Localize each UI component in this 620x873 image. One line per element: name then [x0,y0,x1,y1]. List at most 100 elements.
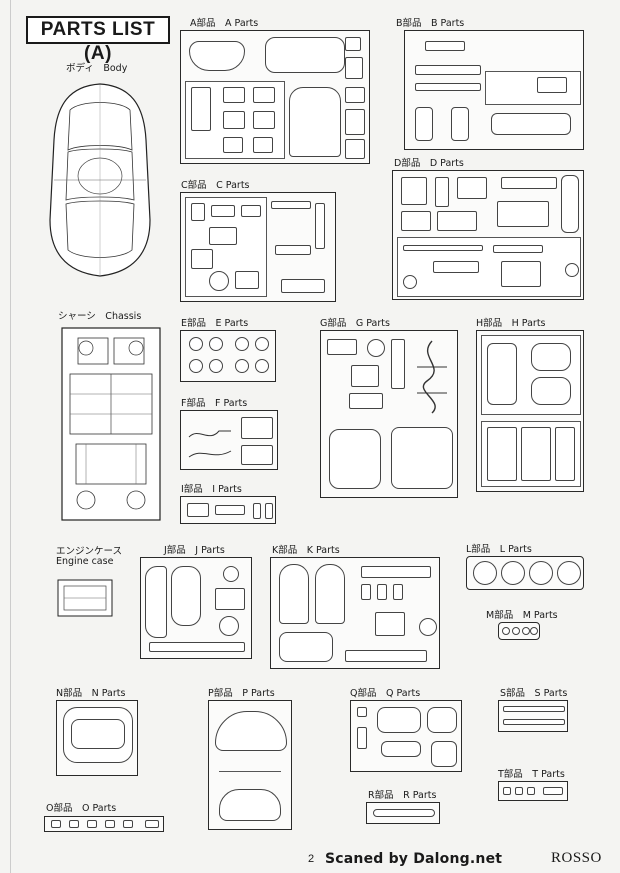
part-b5 [491,113,571,135]
sprue-l [466,556,584,590]
part-a4 [345,57,363,79]
part-p2 [219,789,281,821]
section-label-c: C部品 C Parts [181,180,250,191]
sprue-a [180,30,370,164]
part-k2 [315,564,345,624]
part-k3 [361,566,431,578]
page-number: 2 [308,853,315,865]
part-g18 [391,427,453,489]
part-b2 [415,65,481,75]
part-b4 [537,77,567,93]
part-a13 [345,87,365,103]
part-g5 [391,339,405,389]
part-a6 [223,87,245,103]
part-d13 [501,261,541,287]
part-r1 [373,809,435,817]
part-t4 [543,787,563,795]
part-d12 [493,245,543,253]
part-b7 [451,107,469,141]
section-label-f: F部品 F Parts [181,398,248,409]
section-label-h: H部品 H Parts [476,318,546,329]
body-shell-drawing [49,83,151,277]
section-label-engine-case-en: Engine case [56,556,114,567]
part-c6 [209,271,229,291]
section-label-l: L部品 L Parts [466,544,532,555]
sprue-c [180,192,336,302]
part-t3 [527,787,535,795]
part-g3 [351,365,379,387]
part-d11 [433,261,479,273]
part-i4 [265,503,273,519]
part-o1 [51,820,61,828]
part-f3 [241,445,273,465]
part-d7 [437,211,477,231]
part-m1 [502,627,510,635]
runner-p [219,771,281,772]
part-k10 [345,650,427,662]
part-d5 [561,175,579,233]
part-g17 [329,429,381,489]
part-o5 [123,820,133,828]
sprue-h [476,330,584,492]
part-a7 [253,87,275,103]
part-q6 [431,741,457,767]
sprue-f [180,410,278,470]
part-k4 [361,584,371,600]
part-q3 [427,707,457,733]
part-o6 [145,820,159,828]
sprue-i [180,496,276,524]
part-c9 [315,203,325,249]
part-e6 [209,359,223,373]
part-j2 [171,566,201,626]
part-q4 [357,727,367,749]
part-j5 [219,616,239,636]
page-edge [10,0,11,873]
part-l-wheel-1 [473,561,497,585]
part-e1 [189,337,203,351]
part-a9 [253,111,275,129]
part-t2 [515,787,523,795]
part-g1 [327,339,357,355]
part-a10 [223,137,243,153]
part-b6 [415,107,433,141]
part-h5 [521,427,551,481]
page-title: PARTS LIST (A) [26,16,170,64]
section-label-body: ボディ Body [66,63,128,74]
part-d3 [457,177,487,199]
part-f-pipes [188,430,232,458]
part-a12 [289,87,341,157]
part-j1 [145,566,167,638]
section-label-k: K部品 K Parts [272,545,340,556]
sprue-k [270,557,440,669]
part-j4 [215,588,245,610]
part-d8 [497,201,549,227]
section-label-engine-case-jp: エンジンケース [56,546,123,557]
part-a8 [223,111,245,129]
sprue-j [140,557,252,659]
part-h2 [531,343,571,371]
part-m3 [522,627,530,635]
part-l-wheel-3 [529,561,553,585]
sprue-q [350,700,462,772]
part-c10 [275,245,311,255]
part-o4 [105,820,115,828]
sprue-s [498,700,568,732]
part-d6 [401,211,431,231]
part-d10 [403,275,417,289]
part-e8 [255,359,269,373]
part-n2 [71,719,125,749]
part-d9 [403,245,483,251]
sprue-d [392,170,584,300]
part-i2 [215,505,245,515]
sprue-o [44,816,164,832]
part-i3 [253,503,261,519]
section-label-i: I部品 I Parts [181,484,242,495]
part-j6 [149,642,245,652]
part-k8 [419,618,437,636]
part-c2 [211,205,235,217]
part-a3 [345,37,361,51]
part-a1 [189,41,245,71]
part-q5 [381,741,421,757]
part-h4 [487,427,517,481]
part-l-wheel-4 [557,561,581,585]
